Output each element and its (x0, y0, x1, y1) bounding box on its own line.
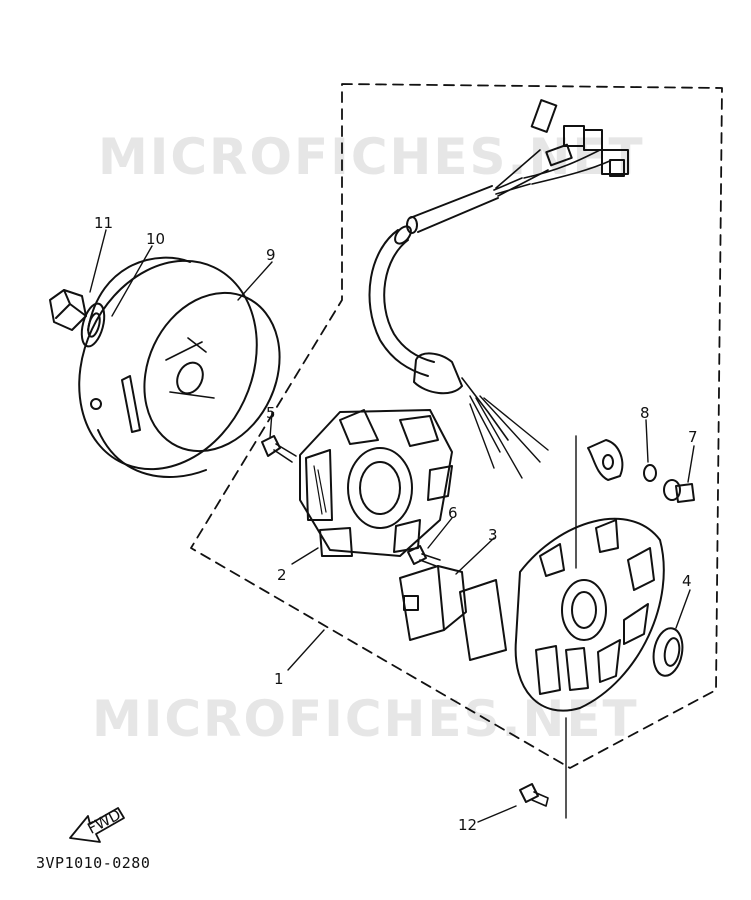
leader-lines (89, 229, 695, 823)
part-number-6: 6 (448, 504, 458, 522)
pickup-coil (399, 565, 507, 661)
lock-washer-8 (643, 464, 657, 482)
fwd-arrow (69, 807, 125, 843)
part-number-9: 9 (266, 246, 276, 264)
part-number-7: 7 (688, 428, 698, 446)
wire-harness (368, 99, 629, 479)
part-number-2: 2 (277, 566, 287, 584)
part-number-4: 4 (682, 572, 692, 590)
stator-base-plate (514, 517, 665, 712)
part-number-8: 8 (640, 404, 650, 422)
screw-5 (261, 435, 297, 463)
screw-12 (519, 783, 549, 807)
fwd-arrow-label: FWD (84, 805, 123, 837)
wire-clamp (587, 439, 624, 481)
oil-seal (652, 627, 684, 677)
screw-6 (407, 545, 441, 567)
screw-7 (663, 479, 695, 503)
part-number-12: 12 (458, 816, 477, 834)
stator (299, 409, 453, 557)
flywheel-rotor (78, 256, 281, 478)
nut (49, 289, 87, 331)
part-number-5: 5 (266, 404, 276, 422)
part-number-10: 10 (146, 230, 165, 248)
part-number-11: 11 (94, 214, 113, 232)
diagram-code: 3VP1010-0280 (36, 854, 151, 872)
assembly-boundary (190, 83, 723, 769)
part-number-3: 3 (488, 526, 498, 544)
part-number-1: 1 (274, 670, 284, 688)
washer (80, 302, 106, 348)
